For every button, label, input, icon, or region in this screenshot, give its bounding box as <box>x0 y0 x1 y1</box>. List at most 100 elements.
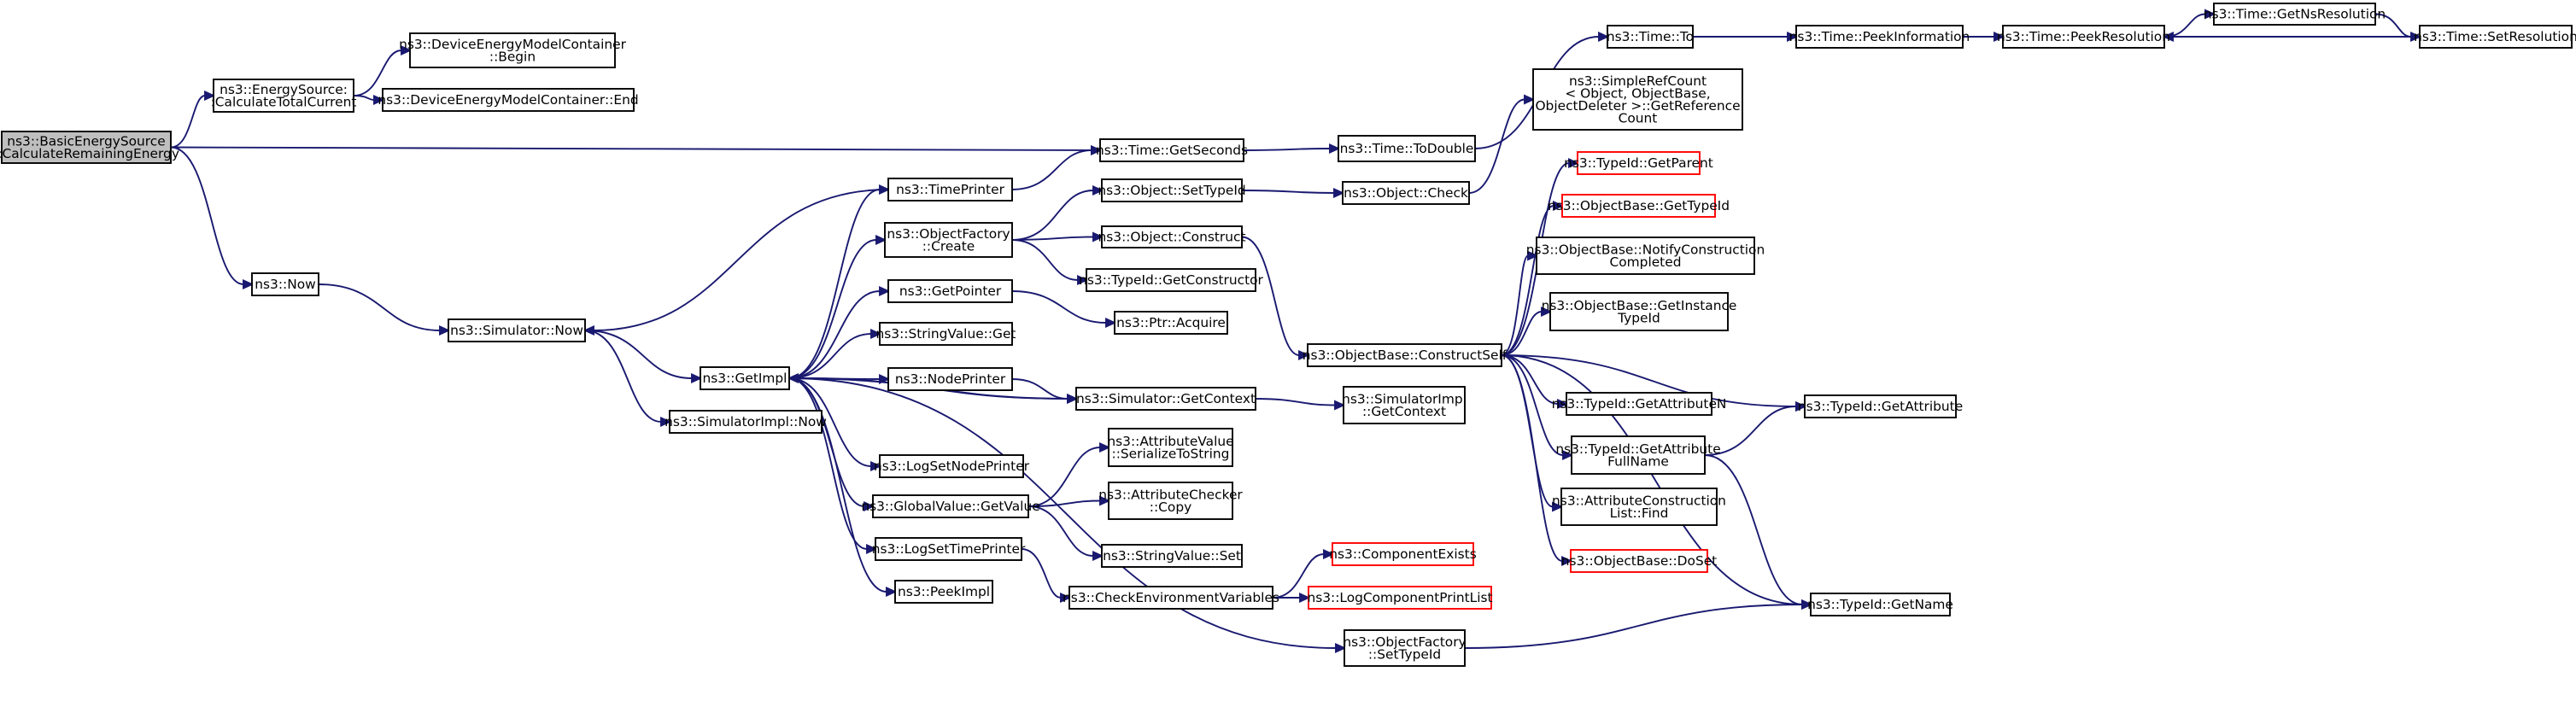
node-label: List::Find <box>1610 505 1669 521</box>
edge-arrowhead <box>1299 593 1311 603</box>
node-box <box>1344 629 1466 667</box>
node-time-peekinfo[interactable]: ns3::Time::PeekInformation <box>1789 25 1970 49</box>
edge-arrowhead <box>787 373 799 383</box>
node-box <box>1577 151 1701 175</box>
node-time-getnsres[interactable]: ns3::Time::GetNsResolution <box>2204 3 2386 26</box>
node-now[interactable]: ns3::Now <box>251 272 319 296</box>
node-box <box>1307 343 1502 367</box>
node-logsetnodeprinter[interactable]: ns3::LogSetNodePrinter <box>874 454 1030 478</box>
node-time-to[interactable]: ns3::Time::To <box>1607 25 1694 49</box>
node-time-peekres[interactable]: ns3::Time::PeekResolution <box>1997 25 2170 49</box>
node-attrvalue-serialize[interactable]: ns3::AttributeValue::SerializeToString <box>1107 428 1234 467</box>
node-typeid-getattribute[interactable]: ns3::TypeId::GetAttribute <box>1798 394 1963 418</box>
node-time-setres[interactable]: ns3::Time::SetResolution <box>2414 25 2576 49</box>
node-box <box>879 322 1013 346</box>
edge-arrowhead <box>1092 185 1104 196</box>
node-label: ns3::TypeId::GetAttribute <box>1798 399 1963 414</box>
node-simplerefcount[interactable]: ns3::SimpleRefCount< Object, ObjectBase,… <box>1532 68 1743 131</box>
node-globalvalue-getvalue[interactable]: ns3::GlobalValue::GetValue <box>861 494 1040 518</box>
node-logcomponentprintlist[interactable]: ns3::LogComponentPrintList <box>1307 586 1493 610</box>
node-bes-calc[interactable]: ns3::BasicEnergySource::CalculateRemaini… <box>0 131 179 164</box>
node-timeprinter[interactable]: ns3::TimePrinter <box>887 178 1013 202</box>
node-demc-begin[interactable]: ns3::DeviceEnergyModelContainer::Begin <box>399 32 627 68</box>
node-checkenv[interactable]: ns3::CheckEnvironmentVariables <box>1063 586 1279 610</box>
edge-arrowhead <box>583 325 594 336</box>
node-object-settypeid[interactable]: ns3::Object::SetTypeId <box>1098 178 1246 202</box>
node-getimpl[interactable]: ns3::GetImpl <box>700 366 790 390</box>
node-stringvalue-set[interactable]: ns3::StringValue::Set <box>1101 544 1243 568</box>
node-box <box>1561 194 1716 218</box>
node-label: ns3::Object::Check <box>1344 185 1468 201</box>
node-object-check[interactable]: ns3::Object::Check <box>1342 181 1470 205</box>
edge-bes-calc-to-now <box>170 146 255 289</box>
node-simimpl-getcontext[interactable]: ns3::SimulatorImpl::GetContext <box>1342 386 1467 424</box>
node-label: ns3::TypeId::GetAttributeN <box>1552 396 1727 412</box>
node-label: ns3::ObjectBase::ConstructSelf <box>1303 348 1508 363</box>
node-box <box>1549 292 1729 331</box>
node-stringvalue-get[interactable]: ns3::StringValue::Get <box>876 322 1016 346</box>
edge-getimpl-to-timeprinter <box>788 184 891 379</box>
node-objbase-gettypeid[interactable]: ns3::ObjectBase::GetTypeId <box>1548 194 1730 218</box>
edge-arrowhead <box>864 501 875 511</box>
node-sim-getcontext[interactable]: ns3::Simulator::GetContext <box>1075 387 1256 411</box>
edge-line <box>788 239 877 379</box>
node-es-calc[interactable]: ns3::EnergySource::CalculateTotalCurrent <box>211 79 357 113</box>
edge-line <box>1011 378 1068 400</box>
node-label: Completed <box>1610 254 1682 270</box>
node-typeid-getname[interactable]: ns3::TypeId::GetName <box>1807 593 1953 616</box>
node-typeid-getattributen[interactable]: ns3::TypeId::GetAttributeN <box>1552 392 1727 416</box>
node-box <box>1532 68 1743 131</box>
edge-objbase-constructself-to-objbase-getinstancetypeid <box>1501 307 1553 356</box>
edge-line <box>593 189 889 331</box>
node-label: ns3::ObjectFactory <box>1343 634 1466 650</box>
node-label: ns3::Ptr::Acquire <box>1116 315 1226 330</box>
node-demc-end[interactable]: ns3::DeviceEnergyModelContainer::End <box>378 88 639 112</box>
node-box <box>1099 138 1244 162</box>
node-componentexists[interactable]: ns3::ComponentExists <box>1329 542 1477 566</box>
node-box <box>1101 225 1243 248</box>
edge-arrowhead <box>1077 275 1089 285</box>
node-simimpl-now[interactable]: ns3::SimulatorImpl::Now <box>664 410 827 434</box>
node-typeid-getparent[interactable]: ns3::TypeId::GetParent <box>1564 151 1713 175</box>
node-box <box>2419 25 2573 49</box>
node-label: FullName <box>1607 453 1669 469</box>
edge-arrowhead <box>1557 399 1569 409</box>
node-box <box>1566 392 1712 416</box>
node-box <box>887 367 1013 391</box>
node-nodeprinter[interactable]: ns3::NodePrinter <box>887 367 1013 391</box>
node-objfactory-create[interactable]: ns3::ObjectFactory::Create <box>884 222 1013 258</box>
node-logsettimeprinter[interactable]: ns3::LogSetTimePrinter <box>872 537 1026 561</box>
edge-time-setres-to-time-peekres <box>2162 32 2420 42</box>
node-label: ns3::Object::SetTypeId <box>1098 183 1245 198</box>
edge-arrowhead <box>1801 599 1813 610</box>
node-objfactory-settypeid[interactable]: ns3::ObjectFactory::SetTypeId <box>1343 629 1467 667</box>
node-time-todouble[interactable]: ns3::Time::ToDouble <box>1338 135 1476 162</box>
node-ptr-acquire[interactable]: ns3::Ptr::Acquire <box>1114 311 1228 335</box>
edge-getimpl-to-logsettimeprinter <box>788 377 878 554</box>
node-object-construct[interactable]: ns3::Object::Construct <box>1098 225 1246 248</box>
node-objbase-notifyconstruction[interactable]: ns3::ObjectBase::NotifyConstructionCompl… <box>1526 237 1765 275</box>
node-peekimpl[interactable]: ns3::PeekImpl <box>894 580 993 604</box>
node-time-getseconds[interactable]: ns3::Time::GetSeconds <box>1096 138 1248 162</box>
edge-arrowhead <box>866 544 878 554</box>
edge-arrowhead <box>1993 32 2005 42</box>
node-getpointer[interactable]: ns3::GetPointer <box>887 279 1013 303</box>
edge-line <box>1501 311 1543 356</box>
node-objbase-doset[interactable]: ns3::ObjectBase::DoSet <box>1561 549 1717 573</box>
node-objbase-constructself[interactable]: ns3::ObjectBase::ConstructSelf <box>1303 343 1508 367</box>
node-label: ns3::Now <box>255 277 315 292</box>
edge-line <box>1243 148 1331 151</box>
edge-arrowhead <box>879 286 891 296</box>
node-label: :CalculateTotalCurrent <box>211 94 357 109</box>
edge-line <box>788 377 872 467</box>
edge-arrowhead <box>1568 158 1580 168</box>
node-box <box>409 32 616 68</box>
node-attrchecker-copy[interactable]: ns3::AttributeChecker::Copy <box>1098 482 1243 520</box>
node-label: ns3::Simulator::GetContext <box>1076 391 1256 406</box>
node-typeid-getconstructor[interactable]: ns3::TypeId::GetConstructor <box>1079 268 1264 292</box>
node-sim-now[interactable]: ns3::Simulator::Now <box>448 318 586 342</box>
node-label: < Object, ObjectBase, <box>1565 85 1710 101</box>
